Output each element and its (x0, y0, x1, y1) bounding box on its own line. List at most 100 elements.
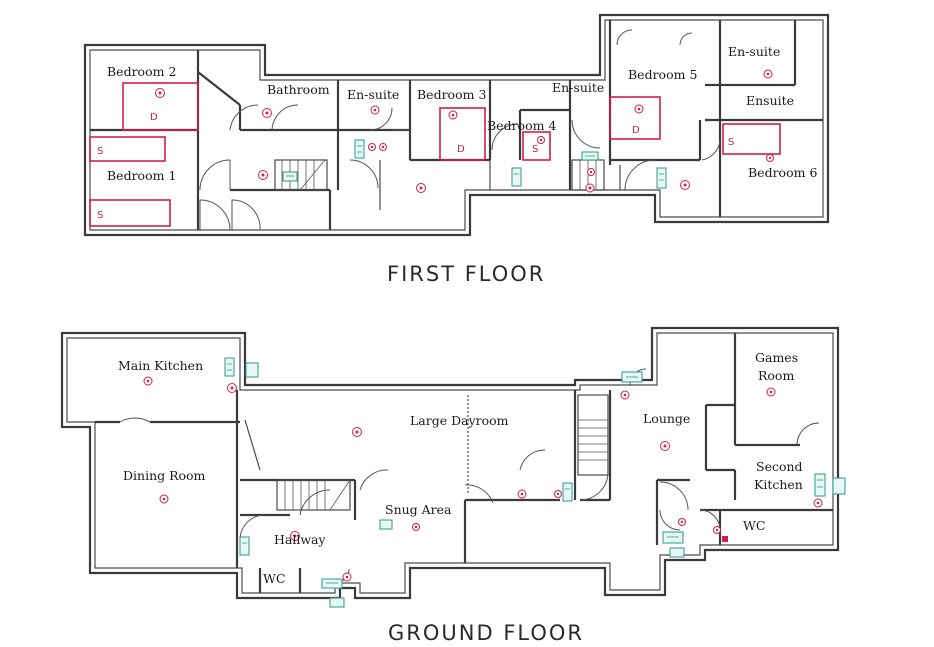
room-label-bedroom-3: Bedroom 3 (417, 87, 486, 102)
smoke-detector-icon (155, 88, 165, 98)
room-label-hallway: Hallway (274, 532, 327, 547)
ground-floor-detectors (143, 376, 823, 582)
ground-floor-interior-walls (95, 333, 833, 593)
first-floor-room-labels: Bedroom 2 Bedroom 1 Bathroom En-suite Be… (107, 44, 817, 183)
first-floor-panels (282, 139, 667, 189)
smoke-detector-icon (159, 494, 169, 504)
bed-bedroom-2 (122, 82, 199, 131)
ground-floor-plan: Main Kitchen Dining Room Large Dayroom S… (60, 326, 846, 645)
bed-mark-bedroom-1-top: S (97, 146, 103, 157)
smoke-detector-icon (763, 69, 773, 79)
fire-panel-icon (814, 473, 826, 497)
ground-floor-room-labels: Main Kitchen Dining Room Large Dayroom S… (118, 350, 803, 586)
room-label-bedroom-2: Bedroom 2 (107, 64, 176, 79)
smoke-detector-icon (258, 170, 268, 180)
bed-mark-bedroom-2: D (150, 112, 158, 123)
smoke-detector-icon (766, 387, 776, 397)
fire-panel-icon (669, 547, 685, 558)
smoke-detector-icon (713, 526, 721, 534)
fire-panel-icon (245, 362, 259, 378)
first-floor-title: FIRST FLOOR (387, 262, 545, 286)
smoke-detector-icon (416, 183, 426, 193)
first-floor-plan: D S S D S D S (83, 13, 830, 286)
smoke-detector-icon (634, 104, 644, 114)
bed-bedroom-6 (722, 123, 781, 155)
bed-bedroom-1-top (89, 136, 166, 162)
smoke-detector-icon (766, 154, 774, 162)
fire-panel-icon (224, 357, 235, 377)
first-floor-outer-wall (83, 13, 830, 237)
room-label-main-kitchen: Main Kitchen (118, 358, 203, 373)
ground-floor-outer-wall (60, 326, 840, 600)
room-label-second-kitchen-line1: Second (756, 459, 803, 474)
first-floor-doors (199, 29, 721, 231)
smoke-detector-icon (585, 183, 595, 193)
room-label-second-kitchen-line2: Kitchen (754, 477, 803, 492)
bed-bedroom-1-bottom (89, 199, 171, 227)
smoke-detector-icon (227, 383, 237, 393)
fire-panel-icon (562, 482, 573, 502)
smoke-detector-icon (554, 490, 562, 498)
first-floor-outer-wall-inner (89, 19, 824, 231)
smoke-detector-icon (680, 180, 690, 190)
first-floor-interior-walls (90, 20, 823, 230)
smoke-detector-icon (370, 105, 380, 115)
smoke-detector-icon (448, 110, 458, 120)
first-floor-beds: D S S D S D S (89, 82, 781, 227)
fire-panel-icon (239, 536, 250, 556)
smoke-detector-icon (143, 376, 153, 386)
room-label-bedroom-1: Bedroom 1 (107, 168, 176, 183)
smoke-detector-icon (813, 498, 823, 508)
smoke-detector-icon (517, 489, 527, 499)
bed-mark-bedroom-3: D (457, 144, 465, 155)
room-label-wc-right: WC (743, 518, 765, 533)
smoke-detector-icon (587, 168, 595, 176)
bed-bedroom-5 (609, 96, 661, 140)
ground-floor-doors (119, 368, 820, 584)
ground-floor-panels (224, 357, 846, 608)
fire-panel-icon (511, 167, 522, 187)
bed-mark-bedroom-1-bottom: S (97, 210, 103, 221)
first-floor-stairs (274, 159, 605, 191)
bed-bedroom-3 (439, 107, 486, 161)
fire-panel-icon (379, 519, 393, 530)
smoke-detector-icon (290, 531, 300, 541)
bed-bedroom-4 (522, 131, 551, 161)
room-label-ensuite-d: Ensuite (746, 93, 794, 108)
room-label-wc-left: WC (263, 571, 285, 586)
room-label-dining-room: Dining Room (123, 468, 206, 483)
room-label-games-room-line1: Games (755, 350, 798, 365)
smoke-detector-icon (660, 441, 670, 451)
bed-mark-bedroom-4: S (532, 144, 538, 155)
room-label-ensuite-b: En-suite (552, 80, 604, 95)
smoke-detector-icon (342, 572, 352, 582)
fire-panel-icon (621, 371, 643, 383)
ground-floor-outer-wall-inner (66, 332, 834, 594)
room-label-bedroom-4: Bedroom 4 (487, 118, 556, 133)
fire-panel-icon (581, 151, 599, 161)
room-label-snug-area: Snug Area (385, 502, 452, 517)
room-label-large-dayroom: Large Dayroom (410, 413, 509, 428)
room-label-ensuite-c: En-suite (728, 44, 780, 59)
bed-mark-bedroom-6: S (728, 137, 734, 148)
room-label-bedroom-6: Bedroom 6 (748, 165, 817, 180)
first-floor-detectors (155, 69, 774, 193)
smoke-detector-icon (352, 427, 362, 437)
fire-panel-icon (321, 578, 343, 589)
fire-panel-icon (662, 531, 684, 544)
room-label-games-room-line2: Room (758, 368, 794, 383)
fire-panel-icon (354, 139, 365, 159)
smoke-detector-icon (678, 518, 686, 526)
bed-mark-bedroom-5: D (632, 125, 640, 136)
fire-panel-icon (329, 597, 345, 608)
smoke-detector-icon (722, 536, 728, 542)
room-label-bathroom: Bathroom (267, 82, 330, 97)
ground-floor-title: GROUND FLOOR (388, 621, 584, 645)
smoke-detector-icon (368, 143, 376, 151)
room-label-bedroom-5: Bedroom 5 (628, 67, 697, 82)
smoke-detector-icon (412, 523, 420, 531)
fire-panel-icon (832, 477, 846, 495)
fire-panel-icon (656, 167, 667, 189)
smoke-detector-icon (379, 143, 387, 151)
